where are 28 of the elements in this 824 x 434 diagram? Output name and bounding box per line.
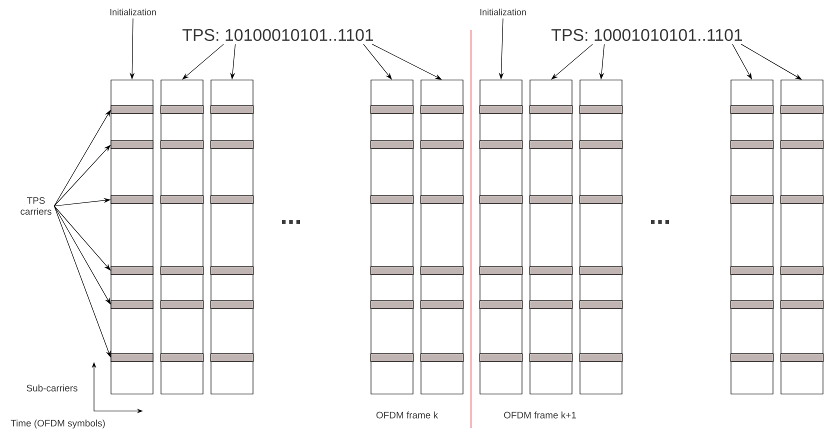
tps-band xyxy=(110,195,154,204)
node-label: Initialization xyxy=(480,8,526,16)
symbol-column xyxy=(420,80,464,394)
node-label: TPS carriers xyxy=(20,197,52,215)
axis-label: Sub-carriers xyxy=(26,384,78,392)
tps-band xyxy=(110,140,154,149)
ellipsis: ... xyxy=(282,220,300,224)
symbol-column xyxy=(530,80,572,394)
axis-label: Time (OFDM symbols) xyxy=(10,420,105,428)
tps-band xyxy=(110,353,154,362)
symbol-column xyxy=(160,80,204,394)
ellipsis: ... xyxy=(650,220,670,224)
tps-band xyxy=(110,266,154,275)
node-label: TPS: 10001010101..1101 xyxy=(551,29,742,41)
symbol-column xyxy=(480,80,522,394)
symbol-column xyxy=(370,80,414,394)
node-label: TPS: 10100010101..1101 xyxy=(182,29,374,41)
symbol-column xyxy=(110,80,154,394)
symbol-column xyxy=(210,80,254,394)
frame-label: OFDM frame k xyxy=(376,412,438,418)
tps-band xyxy=(110,300,154,309)
symbol-column xyxy=(730,80,774,394)
arrow xyxy=(740,44,802,80)
node-label: Initialization xyxy=(110,8,156,16)
frame-label: OFDM frame k+1 xyxy=(504,412,576,418)
symbol-column xyxy=(780,80,824,394)
symbol-column xyxy=(580,80,622,394)
tps-band xyxy=(110,105,154,114)
